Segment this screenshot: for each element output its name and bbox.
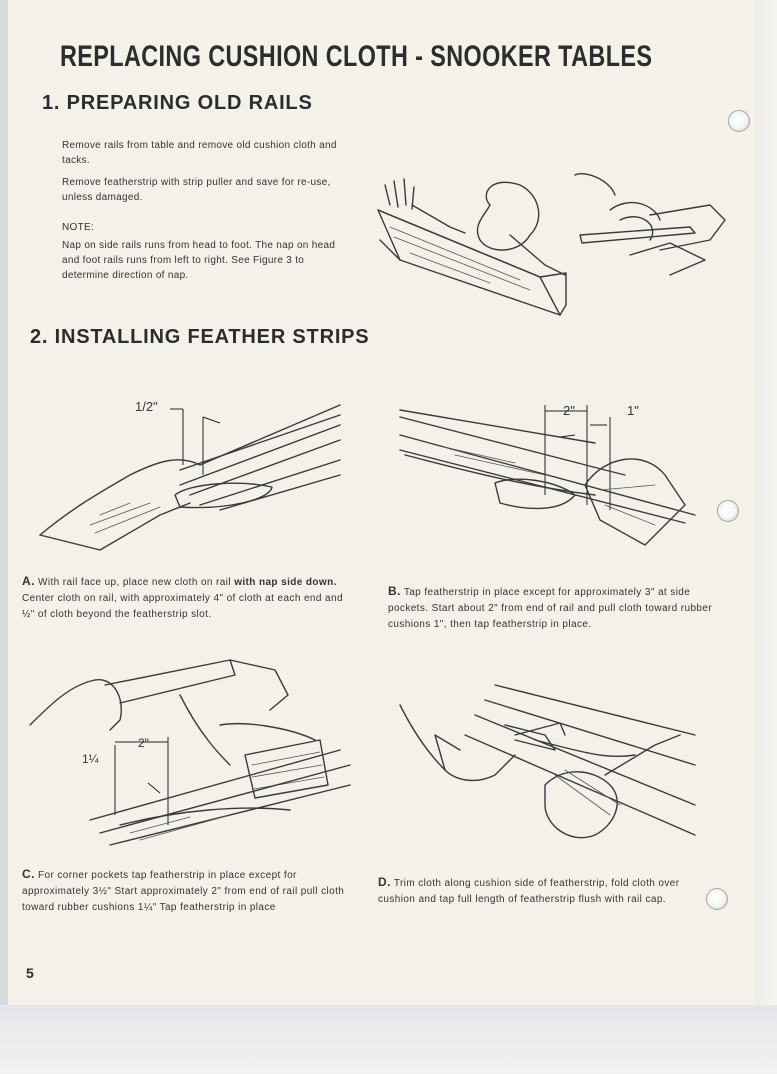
section-1-heading: 1. PREPARING OLD RAILS [42,92,313,114]
figure-a-text-pre: With rail face up, place new cloth on ra… [38,577,235,588]
binder-hole-middle [717,500,739,522]
figure-d-illustration [399,684,696,839]
figure-a-illustration: 1/2" [39,399,341,551]
document-page [8,0,756,1005]
figure-b-text: Tap featherstrip in place except for app… [388,587,713,630]
figure-d-letter: D. [378,875,391,889]
figure-b-illustration: 2" 1" [399,403,696,546]
section-1-paragraph-2: Remove featherstrip with strip puller an… [62,177,331,203]
binder-hole-top [728,110,750,132]
figure-c-caption: C. For corner pockets tap featherstrip i… [22,866,357,916]
figure-c-letter: C. [22,867,35,881]
figure-a-letter: A. [22,574,35,588]
figure-a-dimension-label: 1/2" [135,399,158,414]
figure-c-dimension-1-1-4in: 1¼ [82,752,100,766]
page-number: 5 [26,965,34,981]
binder-hole-bottom [706,888,728,910]
figure-d-text: Trim cloth along cushion side of feather… [378,878,680,905]
figure-c-illustration: 2" 1¼ [29,659,351,846]
figure-b-dimension-1in: 1" [627,403,639,418]
figure-d-caption: D. Trim cloth along cushion side of feat… [378,874,714,908]
figure-b-letter: B. [388,584,401,598]
strip-puller-illustration [377,173,726,316]
section-1-paragraph-1: Remove rails from table and remove old c… [62,140,337,166]
section-2-heading: 2. INSTALLING FEATHER STRIPS [30,326,370,348]
page-edge [756,0,777,1074]
figure-c-text: For corner pockets tap featherstrip in p… [22,870,345,913]
note-text: Nap on side rails runs from head to foot… [62,240,336,281]
page-title: REPLACING CUSHION CLOTH - SNOOKER TABLES [60,40,653,73]
figure-a-text-bold: with nap side down. [234,577,337,588]
note-label: NOTE: [62,222,95,233]
figure-b-caption: B. Tap featherstrip in place except for … [388,583,722,633]
scan-background [0,1005,777,1074]
figure-a-caption: A. With rail face up, place new cloth on… [22,573,352,623]
figure-c-dimension-2in: 2" [138,736,149,750]
figure-a-text-post: Center cloth on rail, with approximately… [22,593,343,620]
